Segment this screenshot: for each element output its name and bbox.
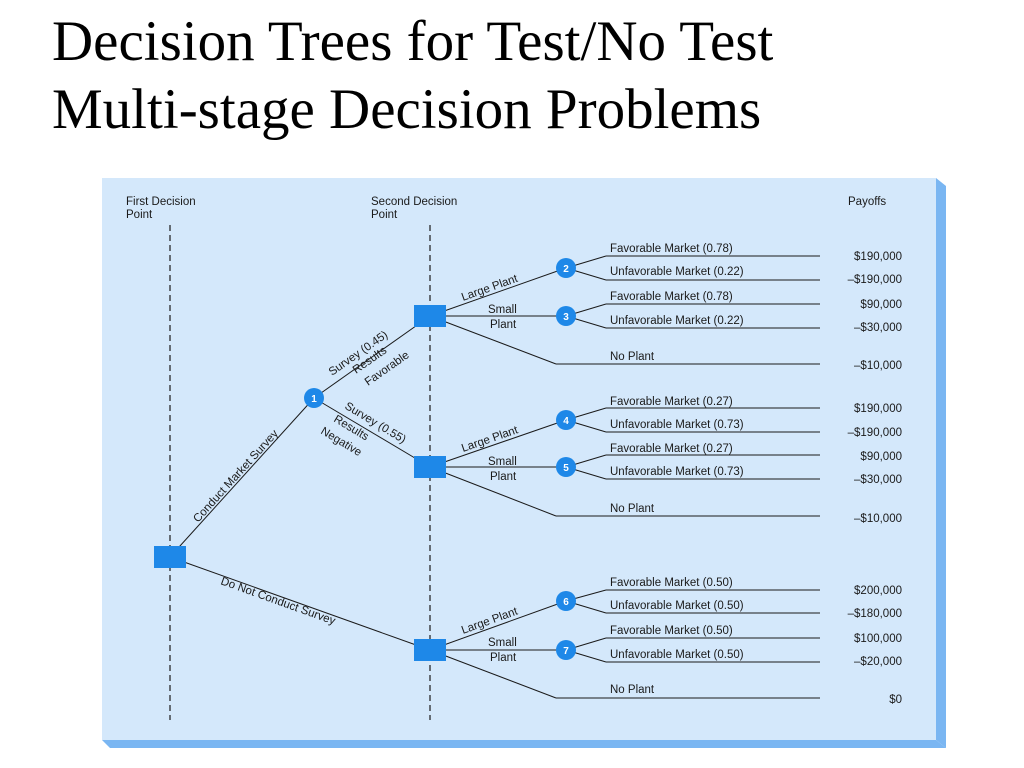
chance-node-7: 7 (556, 640, 576, 660)
panel-bottom-edge (102, 740, 946, 748)
diagram-panel (102, 178, 946, 748)
chance-node-circle (556, 640, 576, 660)
chance-node-number: 5 (563, 463, 569, 474)
chance-node-number: 2 (563, 264, 569, 275)
chance-node-circle (556, 306, 576, 326)
label-small-plant-line1: Small (488, 637, 517, 649)
chance-node-number: 3 (563, 312, 569, 323)
chance-node-circle (556, 410, 576, 430)
payoff-value: –$30,000 (854, 474, 902, 486)
payoff-value: –$10,000 (854, 360, 902, 372)
label-small-plant-line1: Small (488, 304, 517, 316)
chance-node-number: 6 (563, 597, 569, 608)
payoff-value: $90,000 (860, 299, 902, 311)
outcome-label: Unfavorable Market (0.73) (610, 466, 744, 478)
outcome-label: No Plant (610, 684, 655, 696)
chance-node-number: 4 (563, 416, 569, 427)
outcome-label: Favorable Market (0.27) (610, 443, 733, 455)
edge-survey-favorable (313, 315, 431, 399)
decision-node-no-survey (414, 639, 446, 661)
edge-no-plant (429, 466, 557, 517)
label-small-plant-line2: Plant (490, 319, 517, 331)
header-first-decision-point: Point (126, 209, 153, 221)
decision-node-first (154, 546, 186, 568)
payoff-value: $190,000 (854, 403, 902, 415)
edge-large-plant (429, 419, 567, 468)
chance-node-2: 2 (556, 258, 576, 278)
chance-node-4: 4 (556, 410, 576, 430)
branch-group-no-survey (429, 589, 820, 699)
outcome-label: Unfavorable Market (0.50) (610, 600, 744, 612)
edge-conduct-survey (169, 397, 315, 558)
decision-node-favorable (414, 305, 446, 327)
payoff-value: $190,000 (854, 251, 902, 263)
chance-node-circle (556, 258, 576, 278)
outcome-label: Unfavorable Market (0.22) (610, 266, 744, 278)
outcome-label: Unfavorable Market (0.50) (610, 649, 744, 661)
payoff-value: –$10,000 (854, 513, 902, 525)
chance-node-5: 5 (556, 457, 576, 477)
title-line-2: Multi-stage Decision Problems (52, 78, 762, 141)
label-small-plant-line1: Small (488, 456, 517, 468)
chance-node-circle (304, 388, 324, 408)
edge-no-plant (429, 315, 557, 365)
outcome-label: Favorable Market (0.27) (610, 396, 733, 408)
outcome-label: No Plant (610, 351, 655, 363)
chance-node-circle (556, 457, 576, 477)
edge-large-plant (429, 600, 567, 651)
outcome-label: Favorable Market (0.78) (610, 291, 733, 303)
payoff-value: $200,000 (854, 585, 902, 597)
outcome-label: Favorable Market (0.50) (610, 625, 733, 637)
payoff-value: –$180,000 (848, 608, 902, 620)
outcome-label: Favorable Market (0.50) (610, 577, 733, 589)
edge-no-plant (429, 649, 557, 699)
payoff-value: $0 (889, 694, 902, 706)
payoff-value: –$20,000 (854, 656, 902, 668)
chance-node-3: 3 (556, 306, 576, 326)
edge-no-survey (169, 556, 431, 651)
payoff-value: –$30,000 (854, 322, 902, 334)
decision-node-negative (414, 456, 446, 478)
payoff-value: –$190,000 (848, 274, 902, 286)
title-line-1: Decision Trees for Test/No Test (52, 10, 774, 73)
label-small-plant-line2: Plant (490, 652, 517, 664)
outcome-list: Favorable Market (0.78) $190,000 Unfavor… (610, 243, 902, 706)
header-second-decision: Second Decision (371, 196, 457, 208)
payoff-value: $90,000 (860, 451, 902, 463)
panel-right-edge (936, 178, 946, 748)
slide-title: Decision Trees for Test/No Test Multi-st… (52, 8, 992, 144)
edge-large-plant (429, 267, 567, 317)
chance-node-1: 1 (304, 388, 324, 408)
outcome-label: Unfavorable Market (0.22) (610, 315, 744, 327)
outcome-label: Unfavorable Market (0.73) (610, 419, 744, 431)
payoff-value: $100,000 (854, 633, 902, 645)
payoff-value: –$190,000 (848, 427, 902, 439)
chance-node-number: 7 (563, 646, 569, 657)
chance-node-circle (556, 591, 576, 611)
header-first-decision: First Decision (126, 196, 196, 208)
header-payoffs: Payoffs (848, 196, 886, 208)
header-second-decision-point: Point (371, 209, 398, 221)
chance-node-6: 6 (556, 591, 576, 611)
edge-survey-negative (313, 397, 431, 468)
outcome-label: Favorable Market (0.78) (610, 243, 733, 255)
panel-face (102, 178, 936, 740)
chance-node-number: 1 (311, 394, 317, 405)
label-small-plant-line2: Plant (490, 471, 517, 483)
outcome-label: No Plant (610, 503, 655, 515)
